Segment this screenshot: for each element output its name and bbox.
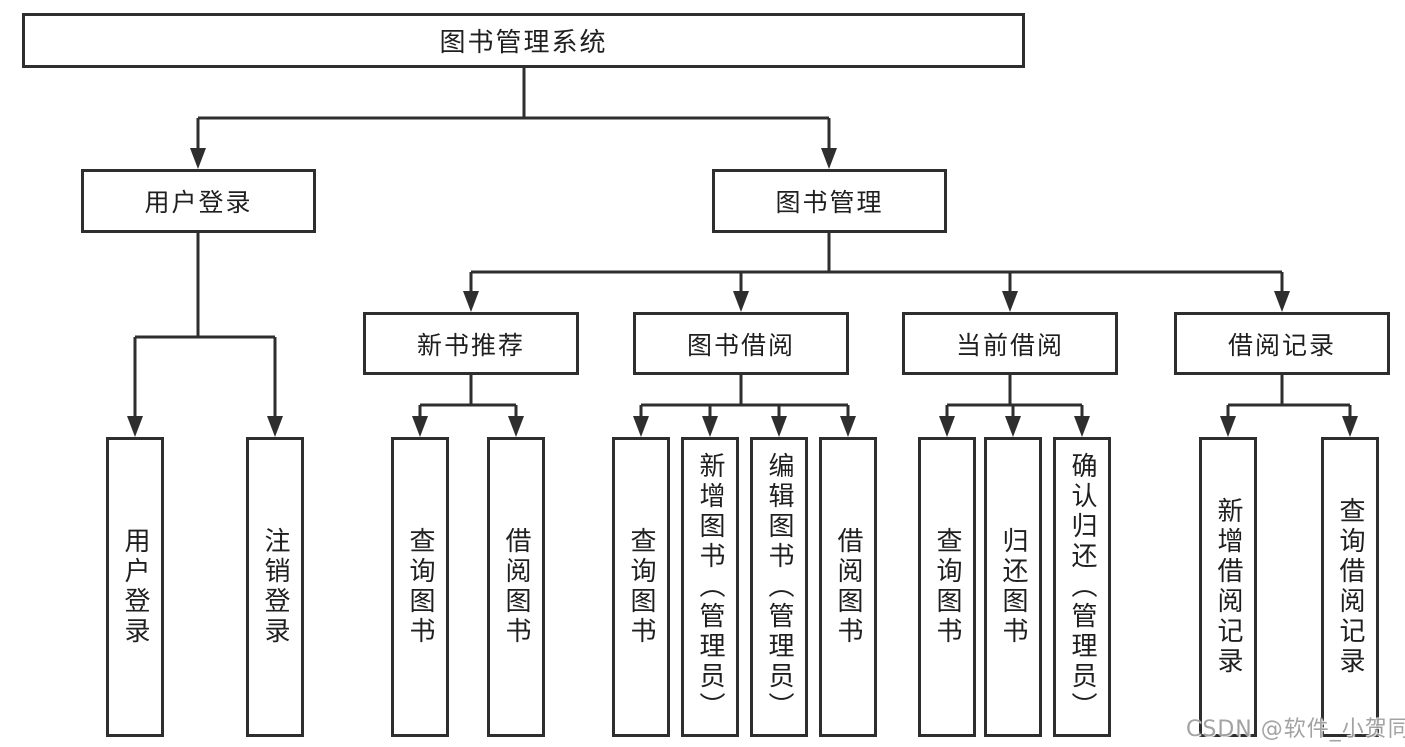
node-borrowing-records: 借阅记录 bbox=[1174, 312, 1390, 375]
leaf-edit-books-admin: 编辑图书（管理员） bbox=[750, 437, 808, 737]
csdn-watermark: CSDN @软件_小贺同学 bbox=[1186, 717, 1405, 742]
leaf-confirm-return-admin: 确认归还（管理员） bbox=[1053, 437, 1111, 737]
leaf-add-books-admin: 新增图书（管理员） bbox=[681, 437, 739, 737]
leaf-query-books-recommend: 查询图书 bbox=[391, 437, 449, 737]
node-current-borrowing: 当前借阅 bbox=[902, 312, 1118, 375]
node-book-management-branch: 图书管理 bbox=[712, 169, 947, 233]
tree-connector-path bbox=[133, 68, 1352, 420]
leaf-user-login: 用户登录 bbox=[106, 437, 164, 737]
leaf-borrow-books-borrowing: 借阅图书 bbox=[819, 437, 877, 737]
node-library-management-system: 图书管理系统 bbox=[22, 13, 1025, 68]
leaf-query-borrow-record: 查询借阅记录 bbox=[1321, 437, 1379, 737]
leaf-query-books-borrowing: 查询图书 bbox=[612, 437, 670, 737]
leaf-query-books-current: 查询图书 bbox=[918, 437, 976, 737]
node-user-login-branch: 用户登录 bbox=[81, 169, 316, 233]
arrowheads bbox=[127, 148, 1358, 437]
node-new-book-recommendation: 新书推荐 bbox=[363, 312, 579, 375]
node-book-borrowing: 图书借阅 bbox=[633, 312, 849, 375]
leaf-add-borrow-record: 新增借阅记录 bbox=[1199, 437, 1257, 737]
leaf-borrow-books-recommend: 借阅图书 bbox=[487, 437, 545, 737]
leaf-return-books: 归还图书 bbox=[984, 437, 1042, 737]
leaf-logout: 注销登录 bbox=[246, 437, 304, 737]
